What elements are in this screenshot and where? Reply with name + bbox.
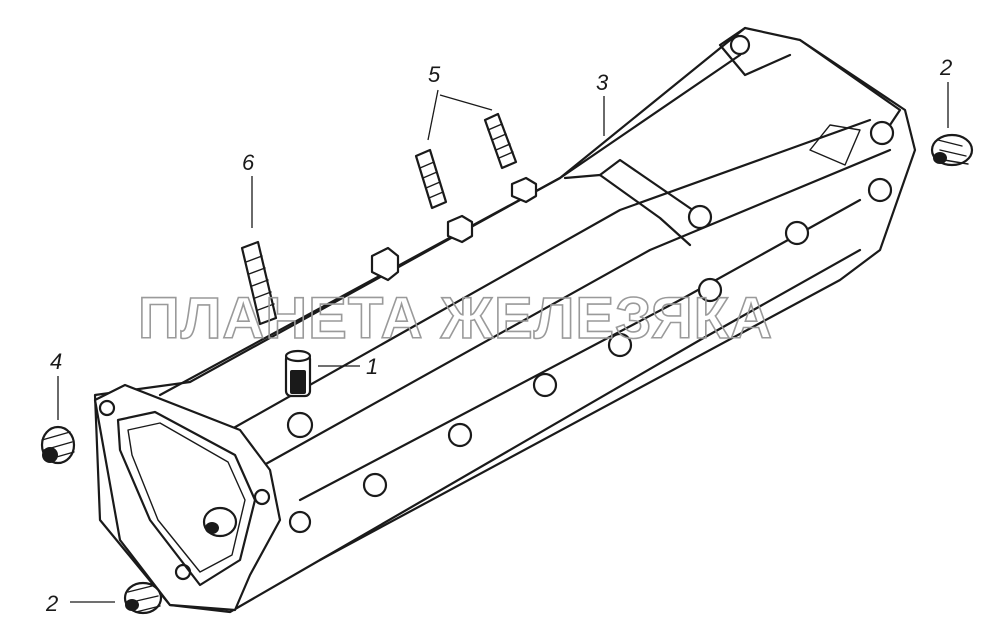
callout-6: 6 [242,150,255,175]
plug-part-2-top [930,133,974,167]
plug-on-flange [202,506,238,538]
plug-part-1 [284,349,312,398]
stud-part-5-right [483,112,518,170]
callout-5: 5 [428,62,441,87]
watermark-text: ПЛАНЕТА ЖЕЛЕЗЯКА [138,286,773,351]
side-bosses [286,34,895,534]
callout-2-bottom: 2 [45,591,58,616]
plug-part-2-bottom [123,581,163,615]
callout-2-top: 2 [939,55,952,80]
manifold-housing [93,26,917,614]
plug-part-4 [40,425,76,465]
stud-part-5-left [414,148,448,210]
callout-3: 3 [596,70,609,95]
callout-1: 1 [366,354,378,379]
stud-part-6 [240,240,278,326]
leader-lines [57,82,949,603]
callout-4: 4 [50,349,62,374]
